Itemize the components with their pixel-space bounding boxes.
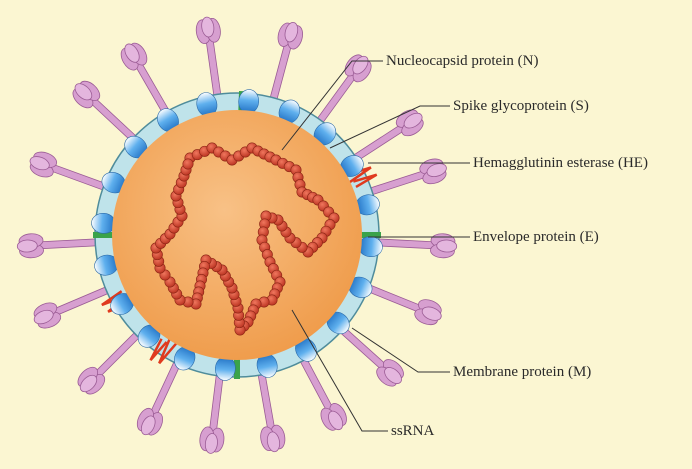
leader-line-membrane	[351, 327, 450, 373]
spike-layer	[16, 16, 458, 454]
spike-protein	[199, 363, 226, 454]
nucleocapsid-label: Nucleocapsid protein (N)	[386, 53, 539, 69]
spike-label: Spike glycoprotein (S)	[453, 98, 589, 114]
envelope-protein	[234, 359, 240, 379]
leader-line-ssrna	[291, 309, 388, 432]
envelope-label: Envelope protein (E)	[473, 229, 599, 245]
envelope-protein	[93, 232, 113, 238]
spike-protein	[77, 323, 149, 395]
he-protein	[149, 338, 178, 365]
leader-line-nucleocapsid	[281, 60, 383, 151]
ssrna-label: ssRNA	[391, 423, 435, 439]
spike-protein	[195, 16, 223, 108]
spike-protein	[310, 54, 372, 133]
leader-line-spike	[329, 105, 450, 149]
rna-bead	[182, 158, 194, 170]
spike-protein	[72, 80, 145, 150]
envelope-protein	[361, 232, 381, 238]
leader-lines	[281, 60, 470, 432]
spike-protein	[29, 151, 117, 195]
membrane-label: Membrane protein (M)	[453, 364, 592, 380]
hemagglutinin-label: Hemagglutinin esterase (HE)	[473, 155, 648, 171]
spike-protein	[16, 233, 108, 259]
spike-protein	[355, 279, 442, 326]
membrane-protein-layer	[91, 89, 383, 381]
spike-protein	[343, 109, 424, 168]
ssrna-strand	[150, 142, 340, 336]
spike-protein	[136, 350, 186, 436]
